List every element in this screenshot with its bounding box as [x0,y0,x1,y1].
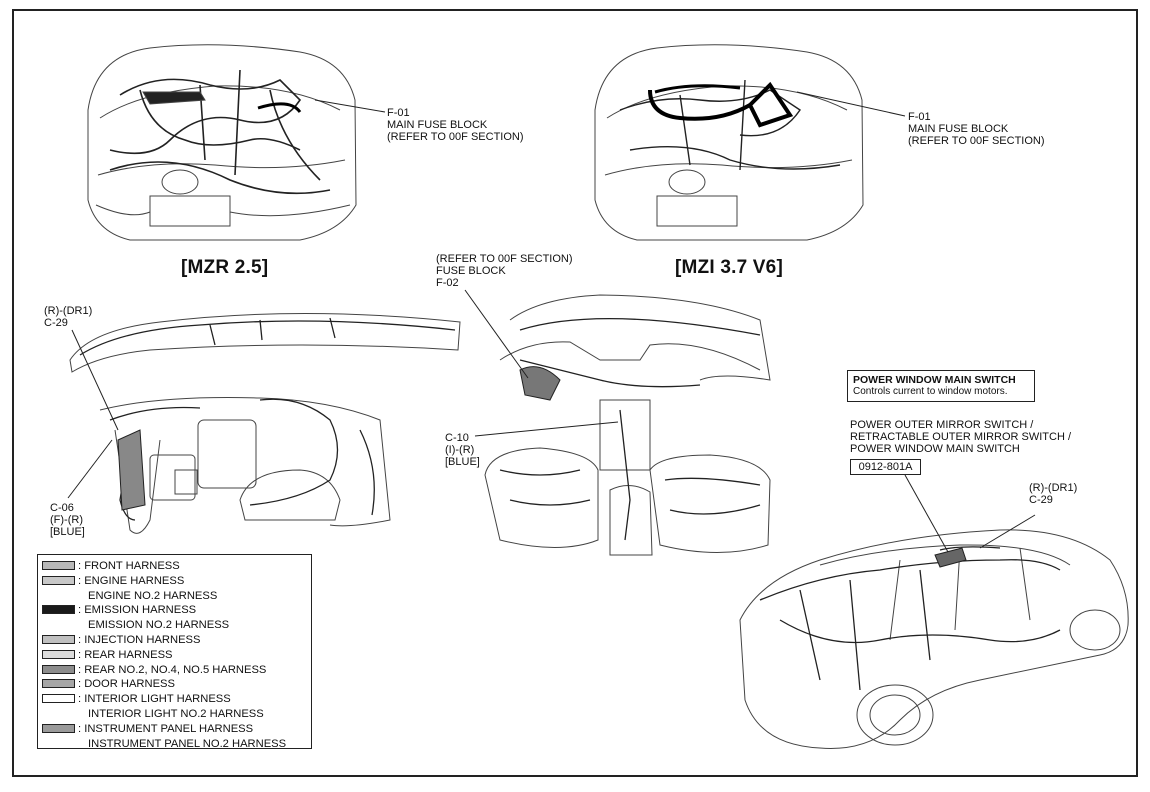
info-box-description: Controls current to window motors. [853,386,1008,397]
callout-c06: C-06 (F)-(R) [BLUE] [50,502,85,538]
legend-swatch-instrument-panel [42,723,75,733]
callout-f02-line2: FUSE BLOCK [436,265,506,277]
callout-c29-right-line2: C-29 [1029,494,1053,506]
legend-item-front: : FRONT HARNESS [42,560,311,575]
part-number-box: 0912-801A [850,459,921,475]
callout-f02-line3: F-02 [436,277,459,289]
engine-bay-mzr [87,44,357,241]
legend-item-instrument-panel: : INSTRUMENT PANEL HARNESS [42,723,311,738]
legend-label-instrument-panel: : INSTRUMENT PANEL HARNESS [78,722,254,735]
legend-swatch-emission [42,605,75,615]
callout-c06-line1: C-06 [50,502,74,514]
callout-c06-line3: [BLUE] [50,526,85,538]
legend-label-rear-2: : REAR NO.2, NO.4, NO.5 HARNESS [78,663,267,676]
callout-c10-line1: C-10 [445,432,469,444]
callout-c29-left-line2: C-29 [44,317,68,329]
callout-f01-right-line3: (REFER TO 00F SECTION) [908,135,1045,147]
legend-item-emission: : EMISSION HARNESS [42,604,311,619]
legend-item-rear-2: : REAR NO.2, NO.4, NO.5 HARNESS [42,664,311,679]
callout-c10-line3: [BLUE] [445,456,480,468]
legend-label-injection: : INJECTION HARNESS [78,633,201,646]
legend-sublabel-engine: ENGINE NO.2 HARNESS [88,589,218,602]
callout-f01-right-line1: F-01 [908,111,931,123]
legend-label-door: : DOOR HARNESS [78,678,175,691]
callout-f02: (REFER TO 00F SECTION) FUSE BLOCK F-02 [436,253,573,289]
callout-c06-line2: (F)-(R) [50,514,83,526]
callout-f02-line1: (REFER TO 00F SECTION) [436,253,573,265]
diagram-frame [12,9,1138,777]
legend-swatch-interior-light [42,694,75,704]
legend-swatch-rear [42,649,75,659]
harness-legend: : FRONT HARNESS : ENGINE HARNESS ENGINE NO… [37,554,312,750]
model-title-mzi: [MZI 3.7 V6] [675,257,783,278]
legend-label-emission: : EMISSION HARNESS [78,604,197,617]
callout-c29-right: (R)-(DR1) C-29 [1029,482,1077,506]
callout-mirror-switch-line1: POWER OUTER MIRROR SWITCH / [850,419,1034,431]
legend-swatch-injection [42,634,75,644]
callout-c10: C-10 (I)-(R) [BLUE] [445,432,480,468]
legend-label-front: : FRONT HARNESS [78,560,180,572]
info-box-title: POWER WINDOW MAIN SWITCH [853,374,1016,386]
model-title-mzr: [MZR 2.5] [181,257,269,278]
callout-f01-left-line2: MAIN FUSE BLOCK [387,119,488,131]
callout-mirror-switch: POWER OUTER MIRROR SWITCH / RETRACTABLE … [850,419,1071,455]
callout-f01-left-line3: (REFER TO 00F SECTION) [387,131,524,143]
legend-sublabel-interior-light: INTERIOR LIGHT NO.2 HARNESS [88,707,264,720]
legend-subitem-emission: EMISSION NO.2 HARNESS [42,619,311,634]
center-interior [484,294,771,556]
legend-item-engine: : ENGINE HARNESS [42,575,311,590]
legend-item-rear: : REAR HARNESS [42,649,311,664]
legend-sublabel-instrument-panel: INSTRUMENT PANEL NO.2 HARNESS [88,737,287,750]
legend-item-interior-light: : INTERIOR LIGHT HARNESS [42,693,311,708]
legend-label-engine: : ENGINE HARNESS [78,574,185,587]
legend-item-injection: : INJECTION HARNESS [42,634,311,649]
callout-c29-right-line1: (R)-(DR1) [1029,482,1078,494]
callout-mirror-switch-line3: POWER WINDOW MAIN SWITCH [850,443,1020,455]
legend-swatch-rear-2 [42,664,75,674]
callout-c29-left: (R)-(DR1) C-29 [44,305,92,329]
callout-f01-left: F-01 MAIN FUSE BLOCK (REFER TO 00F SECTI… [387,107,524,143]
legend-subitem-instrument-panel: INSTRUMENT PANEL NO.2 HARNESS [42,738,311,753]
callout-f01-right-line2: MAIN FUSE BLOCK [908,123,1009,135]
car-body [739,529,1129,749]
callout-c10-line2: (I)-(R) [445,444,475,456]
legend-sublabel-emission: EMISSION NO.2 HARNESS [88,619,230,632]
legend-subitem-engine: ENGINE NO.2 HARNESS [42,590,311,605]
instrument-panel-left [69,313,461,534]
callout-f01-right: F-01 MAIN FUSE BLOCK (REFER TO 00F SECTI… [908,111,1045,147]
legend-swatch-front [42,561,75,570]
legend-swatch-door [42,679,75,689]
legend-label-interior-light: : INTERIOR LIGHT HARNESS [78,693,231,706]
callout-f01-left-line1: F-01 [387,107,410,119]
legend-label-rear: : REAR HARNESS [78,648,173,661]
callout-c29-left-line1: (R)-(DR1) [44,305,93,317]
legend-item-door: : DOOR HARNESS [42,678,311,693]
legend-subitem-interior-light: INTERIOR LIGHT NO.2 HARNESS [42,708,311,723]
power-window-info-box: POWER WINDOW MAIN SWITCH Controls curren… [847,370,1035,402]
engine-bay-mzi [594,44,864,241]
callout-mirror-switch-line2: RETRACTABLE OUTER MIRROR SWITCH / [850,431,1072,443]
legend-swatch-engine [42,575,75,585]
